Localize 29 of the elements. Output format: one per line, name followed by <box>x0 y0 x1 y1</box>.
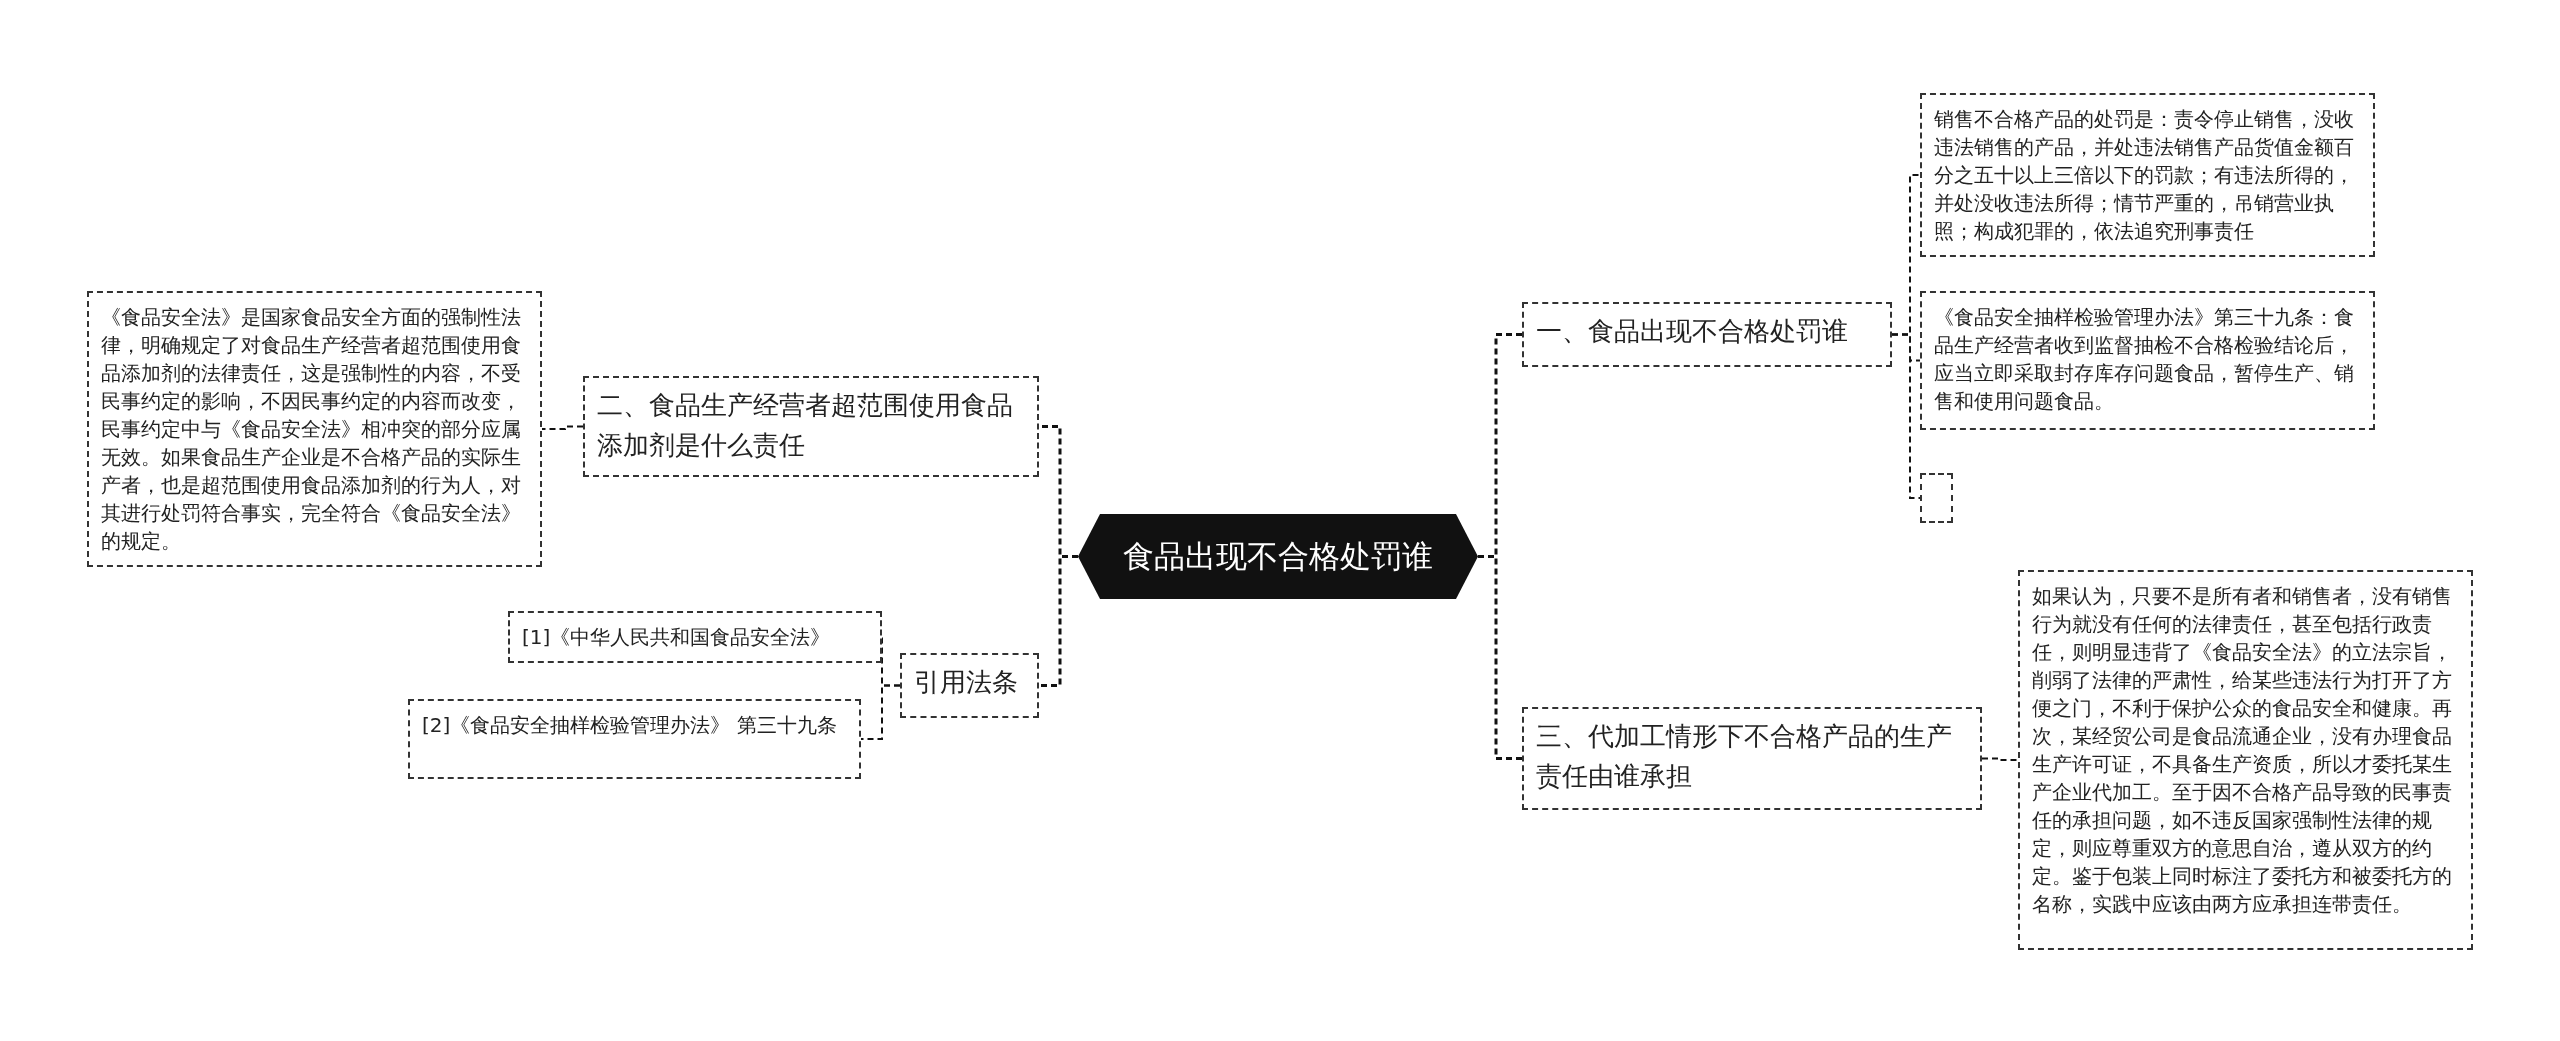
connector <box>1478 555 1522 760</box>
note-box <box>1920 291 2375 430</box>
node-text: 三、代加工情形下不合格产品的生产责任由谁承担 <box>1536 720 1953 793</box>
topic-box <box>583 376 1039 477</box>
node-text: 如果认为，只要不是所有者和销售者，没有销售行为就没有任何的法律责任，甚至包括行政责任，则明显违背了《食品安全法》的立法宗旨，削弱了法律的严肃性，给某些违法行为打开了方便之门，不利于保护公众的食品安全和健康。再次，某经贸公司是食品流通企业，没有办理食品生产许可证，不具备生产资质，所以才委托某生产企业代加工。至于因不合格产品导致的民事责任的承担问题，如不违反国家强制性法律的规定，则应尊重双方的意思自治，遵从双方的约定。鉴于包装上同时标注了委托方和被委托方的名称，实践中应该由两方应承担连带责任。 <box>2032 583 2453 918</box>
node-text: 《食品安全抽样检验管理办法》第三十九条：食品生产经营者收到监督抽检不合格检验结论后，应当立即采取封存库存问题食品，暂停生产、销售和使用问题食品。 <box>1934 304 2355 415</box>
connector <box>860 684 901 740</box>
topic-box <box>1522 302 1892 367</box>
reference-box <box>508 611 882 663</box>
node-text: [1]《中华人民共和国食品安全法》 <box>522 624 832 651</box>
topic-box <box>1522 707 1982 810</box>
node-text: 《食品安全法》是国家食品安全方面的强制性法律，明确规定了对食品生产经营者超范围使用食品添加剂的法律责任，这是强制性的内容，不受民事约定的影响，不因民事约定的内容而改变，民事约定中与《食品安全法》相冲突的部分应属无效。如果食品生产企业是不合格产品的实际生产者，也是超范围使用食品添加剂的行为人，对其进行处罚符合事实，完全符合《食品安全法》的规定。 <box>101 304 522 555</box>
node-text: 二、食品生产经营者超范围使用食品添加剂是什么责任 <box>597 389 1014 462</box>
node-text: 引用法条 <box>914 666 1019 699</box>
node-text: 一、食品出现不合格处罚谁 <box>1536 315 1849 348</box>
connector <box>541 425 584 430</box>
empty-box <box>1920 473 1953 523</box>
reference-box <box>408 699 861 779</box>
note-box <box>2018 570 2473 950</box>
node-text: 销售不合格产品的处罚是：责令停止销售，没收违法销售的产品，并处违法销售产品货值金额百分之五十以上三倍以下的罚款；有违法所得的，并处没收违法所得；情节严重的，吊销营业执照；构成犯罪的，依法追究刑事责任 <box>1934 106 2355 245</box>
connector <box>1039 555 1078 687</box>
note-box <box>87 291 542 567</box>
title-text: 食品出现不合格处罚谁 <box>1123 536 1433 576</box>
topic-box <box>900 653 1039 718</box>
note-box <box>1920 93 2375 257</box>
root-hexagon <box>1078 514 1478 599</box>
node-text: [2]《食品安全抽样检验管理办法》 第三十九条 <box>422 712 838 739</box>
connector <box>1891 333 1921 499</box>
connector <box>1981 757 2019 761</box>
